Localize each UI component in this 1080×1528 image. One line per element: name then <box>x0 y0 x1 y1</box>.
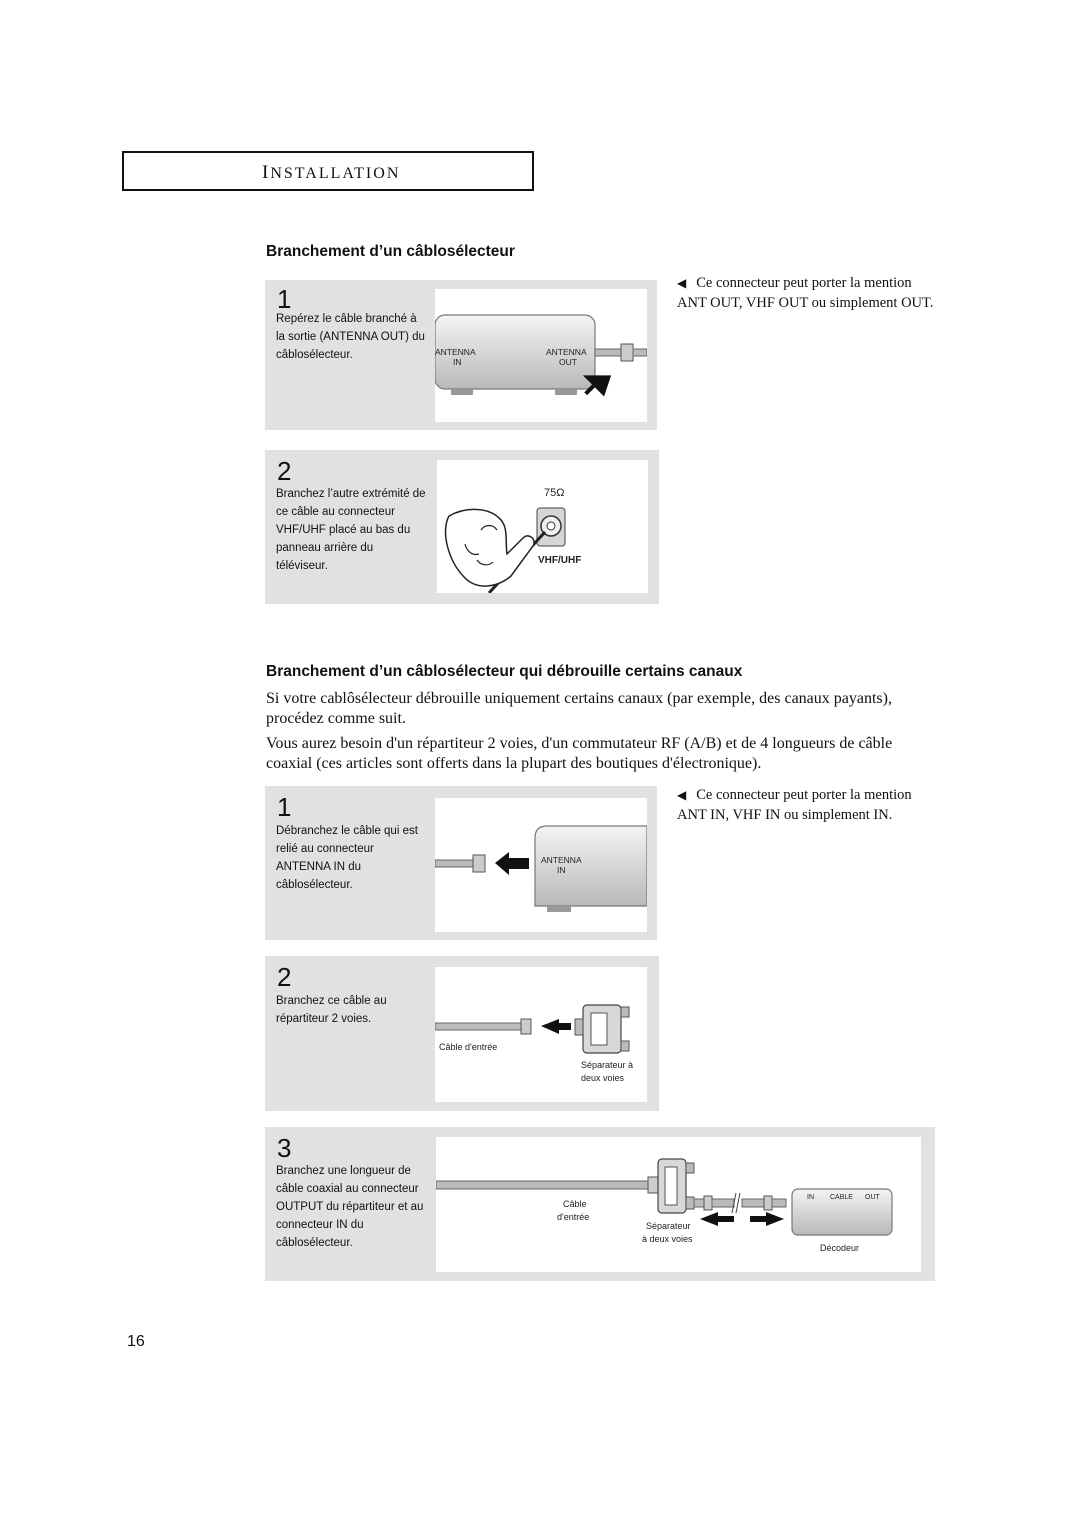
step-number: 2 <box>277 456 292 486</box>
splitter-illustration: Câble d'entrée Séparateur à deux voies <box>435 967 647 1102</box>
antenna-in-label: ANTENNA <box>435 347 476 357</box>
step2-panel: 2 Branchez l’autre extrémité de ce câble… <box>265 450 659 604</box>
step-text: Débranchez le câble qui est relié au con… <box>276 825 418 891</box>
pointer-left-icon: ◀ <box>677 276 687 290</box>
cable-box-illustration: ANTENNA IN ANTENNA OUT <box>435 289 647 422</box>
pointer-left-icon: ◀ <box>677 788 687 802</box>
section2-paragraph: Si votre cablôsélecteur débrouille uniqu… <box>266 690 892 727</box>
antenna-in-label: IN <box>557 865 566 875</box>
input-cable-label: d'entrée <box>557 1212 589 1222</box>
decoder-label: Décodeur <box>820 1243 859 1253</box>
splitter-label: Séparateur <box>646 1221 691 1231</box>
splitter-label: Séparateur à <box>581 1060 633 1070</box>
input-cable-label: Câble d'entrée <box>439 1042 497 1052</box>
step-text: Branchez l’autre extrémité de ce câble a… <box>276 488 426 572</box>
step-number: 1 <box>277 284 292 314</box>
antenna-in-illustration: ANTENNA IN <box>435 798 647 932</box>
step-number: 2 <box>277 962 292 992</box>
decoder-out-label: OUT <box>865 1194 881 1201</box>
hand-cable-illustration: 75Ω VHF/UHF <box>437 460 648 593</box>
section-header-box <box>122 151 534 191</box>
decoder-cable-label: CABLE <box>830 1194 853 1201</box>
antenna-in-label: ANTENNA <box>541 855 582 865</box>
section1-note: ◀Ce connecteur peut porter la mention AN… <box>677 275 934 311</box>
antenna-out-label: ANTENNA <box>546 347 587 357</box>
splitter-decoder-illustration: IN CABLE OUT Câble d'entrée Séparateur à… <box>436 1137 921 1272</box>
step-text: Repérez le câble branché à la sortie (AN… <box>276 313 425 361</box>
step1-panel: 1 Débranchez le câble qui est relié au c… <box>265 786 657 940</box>
step-text: Branchez ce câble au répartiteur 2 voies… <box>276 995 387 1025</box>
ohm-label: 75Ω <box>544 487 564 499</box>
section1-title: Branchement d’un câblosélecteur <box>266 243 515 260</box>
input-cable-label: Câble <box>563 1199 587 1209</box>
section2-note: ◀Ce connecteur peut porter la mention AN… <box>677 787 912 823</box>
page-number: 16 <box>127 1333 145 1350</box>
decoder-in-label: IN <box>807 1194 814 1201</box>
step-number: 3 <box>277 1133 292 1163</box>
splitter-label: à deux voies <box>642 1234 693 1244</box>
step1-panel: 1 Repérez le câble branché à la sortie (… <box>265 280 657 430</box>
step3-panel: 3 Branchez une longueur de câble coaxial… <box>265 1127 935 1281</box>
step-text: Branchez une longueur de câble coaxial a… <box>276 1165 424 1249</box>
antenna-in-label: IN <box>453 357 462 367</box>
step2-panel: 2 Branchez ce câble au répartiteur 2 voi… <box>265 956 659 1111</box>
vhf-uhf-label: VHF/UHF <box>538 555 581 566</box>
splitter-label: deux voies <box>581 1073 625 1083</box>
antenna-out-label: OUT <box>559 357 577 367</box>
section-header-title: INSTALLATION <box>262 162 401 183</box>
section2-paragraph: Vous aurez besoin d'un répartiteur 2 voi… <box>266 735 893 772</box>
section2-title: Branchement d’un câblosélecteur qui débr… <box>266 663 743 680</box>
step-number: 1 <box>277 792 292 822</box>
